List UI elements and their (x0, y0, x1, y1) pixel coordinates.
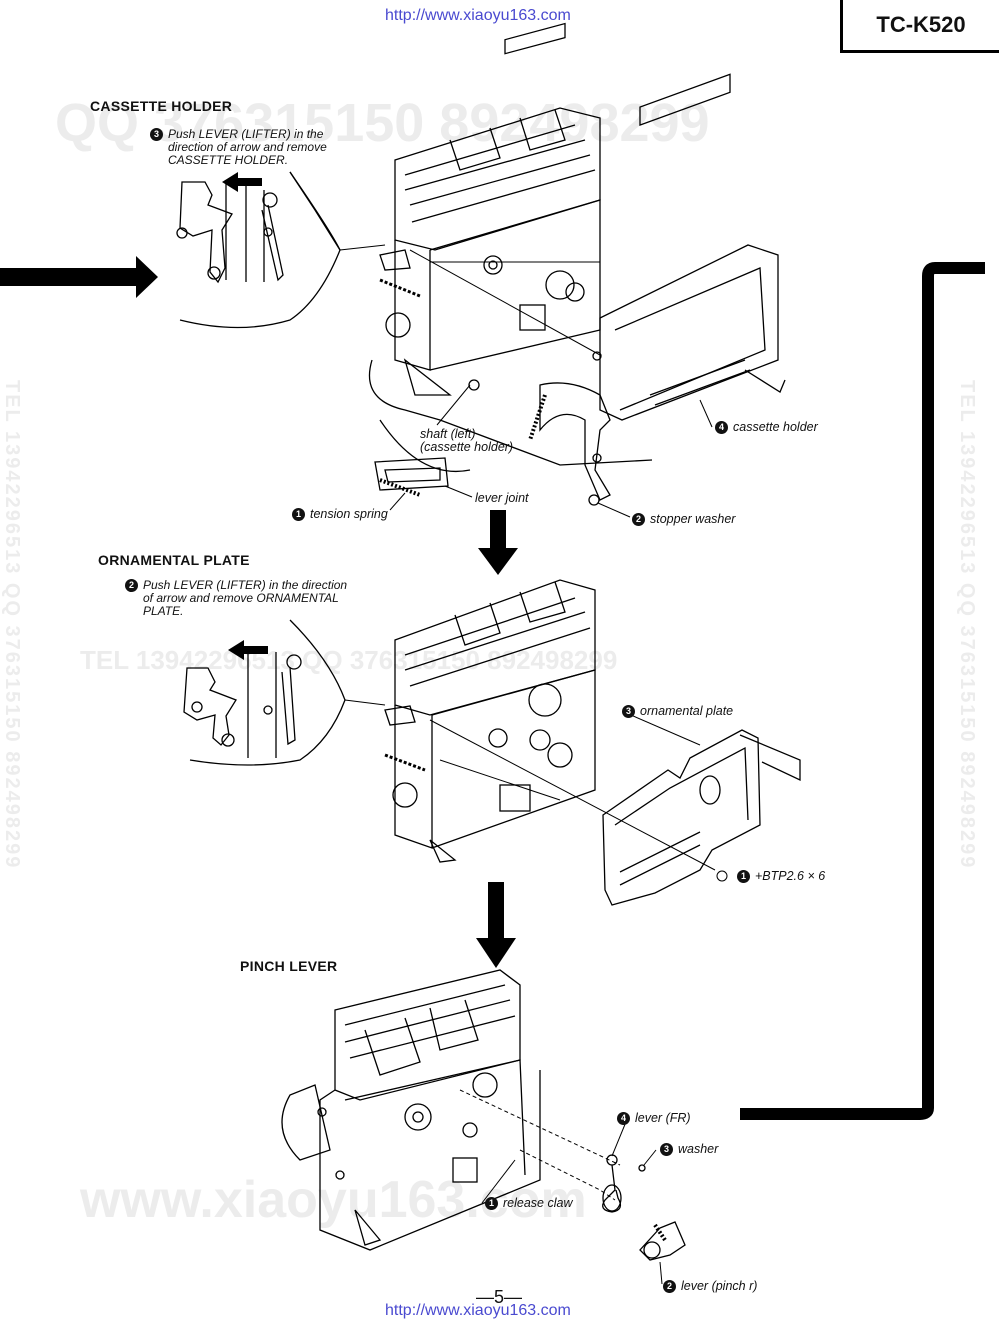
flow-bracket (740, 262, 985, 1120)
section-title-pinch-lever: PINCH LEVER (240, 958, 338, 974)
callout-number: 4 (617, 1112, 630, 1125)
cassette-deck-2 (384, 579, 596, 863)
label-washer: 3 washer (660, 1142, 718, 1156)
note-line: of arrow and remove ORNAMENTAL (143, 591, 339, 605)
source-url-bottom[interactable]: http://www.xiaoyu163.com (385, 1302, 571, 1319)
leaders-2 (623, 711, 701, 746)
callout-1 (339, 244, 386, 251)
watermark-bottom: www.xiaoyu163.com (80, 1171, 587, 1229)
section-title-ornamental-plate: ORNAMENTAL PLATE (98, 552, 250, 568)
ornamental-inset (183, 619, 346, 766)
note-line: CASSETTE HOLDER. (168, 153, 289, 167)
step-number: 2 (125, 579, 138, 592)
label-ornamental-plate: 3 ornamental plate (622, 704, 733, 718)
down-arrow-2 (476, 882, 516, 968)
callout-number: 2 (632, 513, 645, 526)
callout-text: tension spring (310, 507, 388, 521)
callout-number: 1 (485, 1197, 498, 1210)
callout-2 (344, 699, 386, 706)
callout-text: lever (FR) (635, 1111, 691, 1125)
note-line: PLATE. (143, 604, 184, 618)
cassette-deck-3 (281, 969, 541, 1251)
flow-arrow-left (0, 256, 158, 298)
callout-number: 4 (715, 421, 728, 434)
screw-guide-2 (429, 719, 716, 871)
watermark-side-left: TEL 13942296513 QQ 376315150 892498299 (1, 380, 23, 870)
callout-text: +BTP2.6 × 6 (755, 869, 826, 883)
down-arrow-1 (478, 510, 518, 575)
note-line: Push LEVER (LIFTER) in the direction (143, 578, 348, 592)
model-number: TC-K520 (840, 0, 999, 53)
pinch-lever-parts (602, 1154, 686, 1261)
callout-text: lever (pinch r) (681, 1279, 758, 1293)
push-arrow-1 (222, 172, 262, 192)
page-number: —5— (476, 1287, 523, 1307)
watermark-side-right: TEL 13942296513 QQ 376315150 892498299 (956, 380, 978, 870)
callout-number: 3 (622, 705, 635, 718)
step-note-cassette-holder: 3 Push LEVER (LIFTER) in the direction of… (150, 128, 327, 167)
callout-text: washer (678, 1142, 719, 1156)
label-lever-pinch: 2 lever (pinch r) (663, 1279, 757, 1293)
source-url-top[interactable]: http://www.xiaoyu163.com (385, 7, 571, 24)
cassette-holder-part (528, 73, 786, 506)
ornamental-plate-part (602, 729, 801, 906)
label-shaft-line-1: shaft (left) (420, 427, 476, 441)
callout-number: 3 (660, 1143, 673, 1156)
label-cassette-holder: 4 cassette holder (715, 420, 818, 434)
callout-text: release claw (503, 1196, 573, 1210)
pinch-guide-3 (459, 1089, 621, 1201)
tension-spring-part (368, 359, 653, 497)
callout-text: ornamental plate (640, 704, 734, 718)
callout-text: cassette holder (733, 420, 818, 434)
note-line: direction of arrow and remove (168, 140, 327, 154)
section-title-cassette-holder: CASSETTE HOLDER (90, 98, 233, 114)
label-shaft-line-2: (cassette holder) (420, 440, 514, 454)
callout-text: stopper washer (650, 512, 736, 526)
push-arrow-2 (228, 640, 268, 660)
insert-guide-1 (409, 249, 601, 356)
label-stopper-washer: 2 stopper washer (632, 512, 735, 526)
label-lever-joint: lever joint (475, 491, 529, 505)
cassette-holder-inset (176, 171, 341, 329)
note-line: Push LEVER (LIFTER) in the (168, 127, 324, 141)
cassette-deck-1 (379, 22, 601, 396)
label-screw: 1 +BTP2.6 × 6 (737, 869, 825, 883)
callout-number: 1 (737, 870, 750, 883)
label-lever-fr: 4 lever (FR) (617, 1111, 691, 1125)
screw-part (716, 870, 728, 882)
label-release-claw: 1 release claw (485, 1196, 572, 1210)
watermark-middle: TEL 13942296513 QQ 376315150 892498299 (80, 645, 618, 675)
label-tension-spring: 1 tension spring (292, 507, 388, 521)
callout-number: 2 (663, 1280, 676, 1293)
label-shaft: shaft (left) (cassette holder) (420, 428, 513, 454)
step-number: 3 (150, 128, 163, 141)
step-note-ornamental-plate: 2 Push LEVER (LIFTER) in the direction of… (125, 579, 347, 618)
callout-number: 1 (292, 508, 305, 521)
leaders-1 (389, 384, 713, 518)
